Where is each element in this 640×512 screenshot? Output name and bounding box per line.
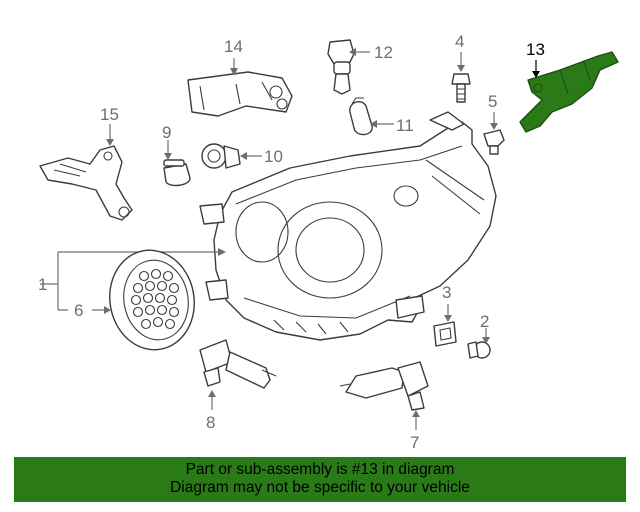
part-7-bulb [339,361,429,411]
part-6-led-module [109,249,195,351]
fitment-notice-banner: Part or sub-assembly is #13 in diagram D… [14,457,626,502]
callout-5: 5 [488,92,497,111]
part-3-clip [433,321,457,347]
part-9-bulb [163,159,191,187]
part-12-bulb [327,39,355,95]
callout-9: 9 [162,123,171,142]
part-4-bolt [451,73,471,103]
part-2-screw [467,341,491,359]
part-13-bracket-highlighted [519,51,619,133]
callout-13: 13 [526,40,545,59]
callout-2: 2 [480,312,489,331]
callout-12: 12 [374,43,393,62]
parts-diagram: 14 12 11 4 5 13 [38,32,619,452]
callout-14: 14 [224,37,243,56]
callout-8: 8 [206,413,215,432]
part-5-clip [483,129,505,155]
callout-3: 3 [442,283,451,302]
part-15-bracket [39,145,133,221]
callout-4: 4 [455,32,464,51]
part-8-bulb [199,339,277,389]
callout-15: 15 [100,105,119,124]
fitment-notice-line-2: Diagram may not be specific to your vehi… [170,479,470,496]
callout-10: 10 [264,147,283,166]
callout-11: 11 [396,116,414,135]
part-14-bracket [187,71,293,117]
part-11-bulb [349,97,373,136]
callout-1: 1 [38,275,47,294]
part-1-headlamp-assembly [199,111,497,341]
part-10-socket [201,143,241,169]
fitment-notice-line-1: Part or sub-assembly is #13 in diagram [185,461,455,478]
callout-6: 6 [74,301,83,320]
callout-7: 7 [410,433,419,452]
